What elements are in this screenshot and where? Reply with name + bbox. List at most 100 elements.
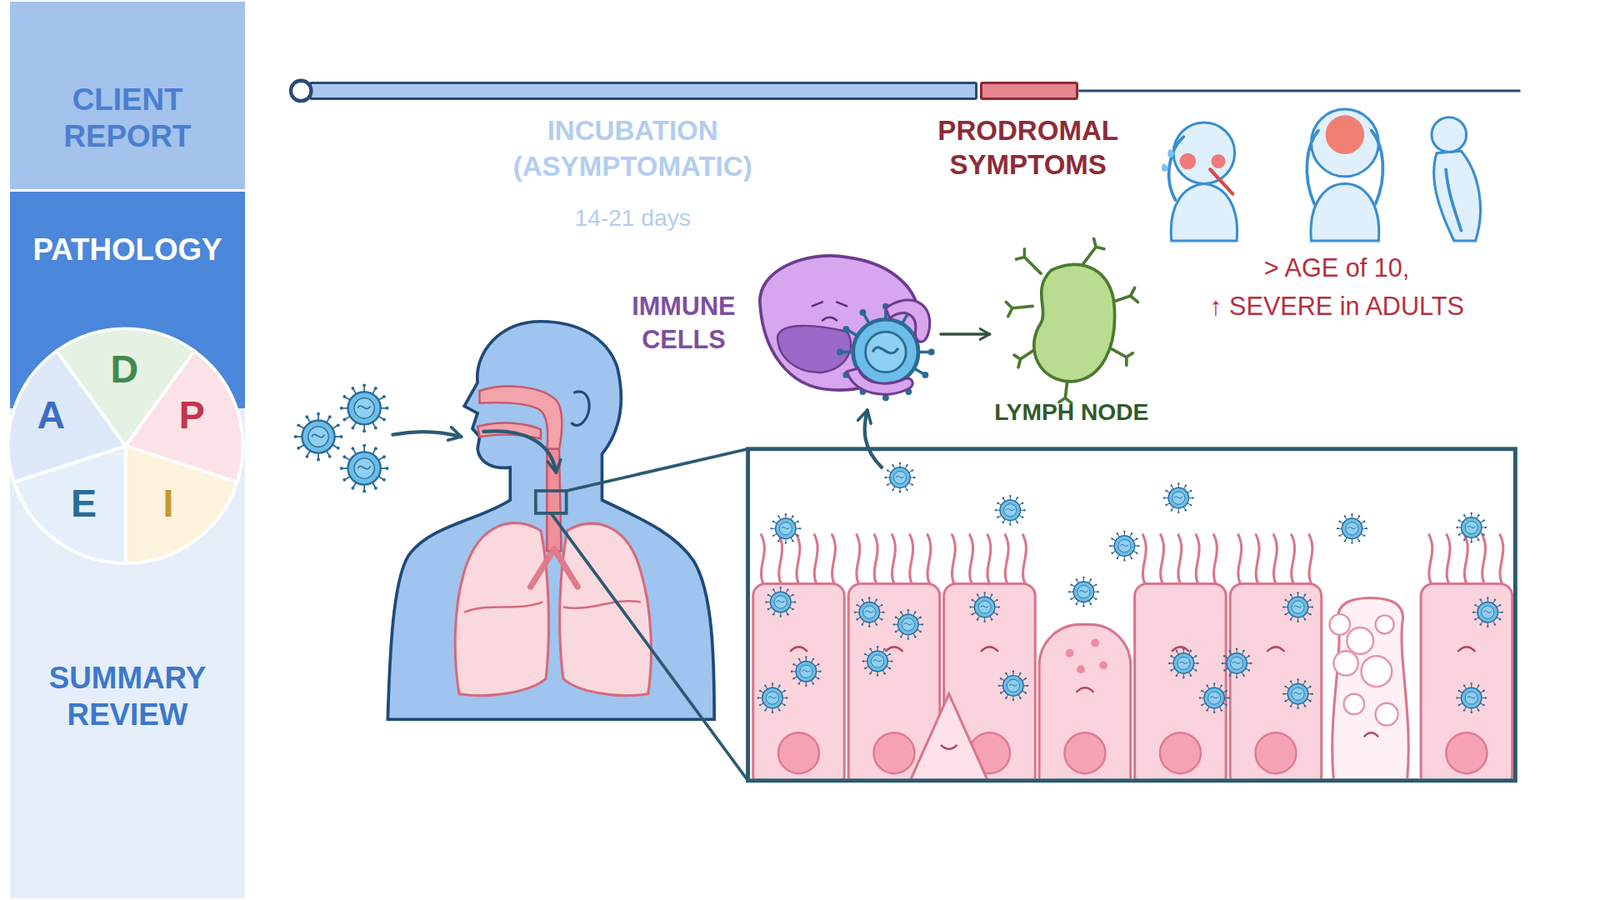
virus-spike [1480, 620, 1483, 625]
virus-spike-tip [1005, 672, 1007, 675]
virus-spike [874, 620, 876, 625]
virus-spike-tip [798, 658, 800, 660]
virus-spike-tip [889, 653, 891, 655]
virus-spike [900, 612, 903, 616]
virus-spike-tip [1205, 684, 1208, 686]
virus-spike [1130, 555, 1132, 559]
virus-spike-tip [771, 682, 774, 685]
virus-spike [880, 611, 885, 613]
virus-spike [1297, 617, 1299, 622]
virus-spike-tip [880, 618, 883, 620]
virus-spike [910, 477, 915, 479]
virus-spike [1176, 650, 1179, 655]
virus-envelope [348, 391, 381, 425]
virus-spike [758, 697, 763, 699]
virus-core [354, 398, 375, 419]
virus-spike [1480, 520, 1484, 523]
inhalation-arrow [392, 431, 461, 437]
virus-spike [1071, 596, 1075, 599]
virus-particle [885, 462, 916, 494]
virus-spike [918, 624, 923, 625]
virus-genome [1120, 544, 1129, 546]
virus-spike-tip [819, 670, 821, 672]
virus-core [1172, 491, 1185, 505]
virus-spike [778, 516, 780, 520]
cell-nucleus [1064, 732, 1105, 774]
virus-spike-tip [805, 685, 807, 687]
virus-spike [990, 615, 992, 620]
sidebar-tab: SUMMARY REVIEW [10, 408, 245, 899]
virus-genome [1180, 661, 1189, 664]
virus-spike-tip [899, 462, 901, 465]
virus-spike [1070, 591, 1075, 593]
virus-spike [1094, 591, 1099, 593]
virus-spike-tip [905, 489, 908, 491]
virus-spike-tip [1358, 540, 1360, 542]
virus-genome [865, 610, 874, 613]
virus-spike-tip [1012, 699, 1015, 701]
virus-spike [1470, 684, 1472, 689]
virus-spike [771, 528, 776, 530]
virus-spike [778, 537, 780, 541]
virus-spike-tip [919, 630, 921, 633]
virus-spike [1207, 706, 1210, 710]
cilium [1142, 535, 1146, 585]
virus-spike-tip [1096, 590, 1099, 593]
virus-particle [1455, 682, 1487, 714]
virus-genome [1232, 661, 1241, 664]
virus-spike-tip [1199, 696, 1201, 699]
virus-particle [969, 591, 1000, 623]
virus-spike-tip [1344, 540, 1346, 542]
virus-spike-tip [875, 623, 878, 625]
mucus-vesicle [1375, 703, 1399, 726]
virus-spike-tip [905, 309, 912, 316]
virus-particle [1472, 596, 1504, 628]
pie-letter: D [110, 346, 140, 392]
zoom-line [550, 513, 748, 781]
virus-core [978, 600, 991, 614]
virus-spike [307, 417, 311, 423]
virus-spike [773, 521, 777, 524]
virus-spike [1475, 617, 1480, 620]
virus-spike-tip [869, 647, 871, 650]
cilium [1429, 535, 1433, 585]
virus-spike-tip [1474, 604, 1476, 606]
virus-spike [380, 407, 387, 410]
virus-spike [1194, 662, 1199, 664]
virus-spike-tip [1021, 516, 1024, 519]
virus-spike [785, 590, 788, 594]
virus-spike [886, 654, 890, 656]
virus-spike-tip [1463, 539, 1465, 541]
cell-face [1076, 687, 1094, 692]
figure-arm [1306, 130, 1383, 205]
virus-spike [1178, 508, 1180, 513]
virus-spike [984, 617, 985, 622]
virus-genome [1348, 527, 1357, 530]
virus-core [1177, 656, 1190, 670]
virus-spike-tip [1012, 670, 1015, 672]
virus-spike [1076, 600, 1079, 605]
virus-spike-tip [362, 383, 366, 387]
virus-spike [1285, 686, 1290, 689]
virus-spike-tip [1196, 662, 1199, 665]
virus-spike-tip [1205, 709, 1208, 711]
virus-spike [1351, 539, 1353, 544]
virus-spike-tip [976, 594, 979, 596]
virus-core [1345, 522, 1359, 535]
virus-spike-tip [1296, 591, 1299, 594]
pie-sector [125, 445, 238, 564]
virus-spike-tip [1365, 527, 1367, 530]
virus-spike-tip [914, 635, 916, 638]
pie-sector [8, 350, 126, 482]
virus-spike [886, 666, 890, 669]
virus-core [1004, 504, 1017, 517]
virus-spike [840, 350, 854, 355]
virus-spike [341, 407, 348, 410]
virus-envelope [1073, 581, 1094, 602]
virus-spike-tip [791, 540, 794, 542]
virus-spike [299, 425, 305, 430]
virus-spike-tip [1019, 696, 1021, 699]
virus-spike-tip [1304, 705, 1306, 707]
virus-spike [863, 380, 870, 391]
virus-spike-tip [772, 588, 775, 590]
